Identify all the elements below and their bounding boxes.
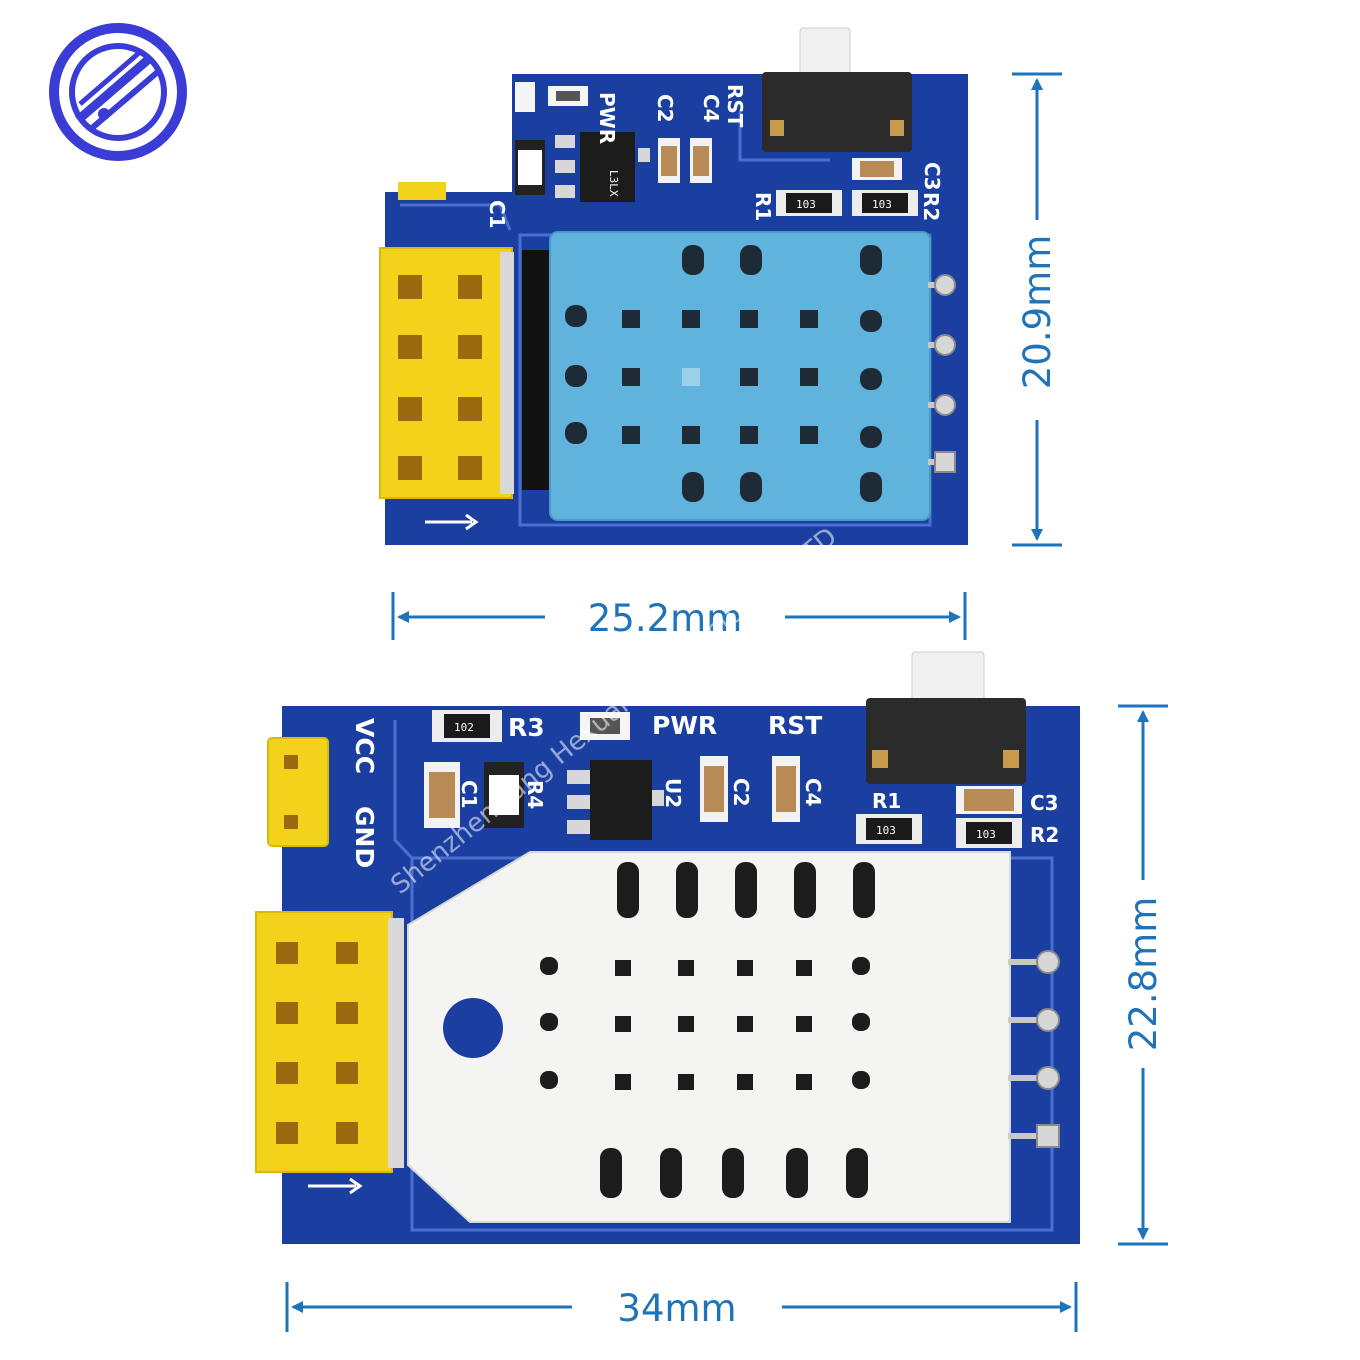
top-r2-value: 103 — [872, 198, 892, 211]
bottom-label-vcc: VCC — [350, 718, 379, 774]
company-logo-icon — [49, 23, 187, 161]
bottom-width-label: 34mm — [617, 1287, 736, 1330]
bottom-label-u2: U2 — [661, 778, 685, 808]
bottom-reset-button — [866, 651, 1026, 784]
bottom-label-r3: R3 — [508, 713, 545, 742]
top-silkscreen: PWR RST C2 C4 C1 C3 R1 R2 — [485, 84, 944, 229]
bottom-smd-parts: 102 103 103 — [424, 710, 1022, 848]
bottom-label-c4: C4 — [801, 778, 825, 807]
top-smd-parts: L3LX 103 103 — [398, 82, 918, 216]
top-label-rst: RST — [723, 84, 747, 128]
top-pin-header — [379, 247, 514, 531]
bottom-silkscreen: VCC GND R3 PWR RST C1 R4 U2 C2 C4 R1 C3 … — [350, 711, 1059, 868]
bottom-pin-header — [255, 911, 404, 1195]
top-label-c4: C4 — [699, 94, 723, 123]
bottom-label-r2: R2 — [1030, 823, 1059, 847]
bottom-height-dimension: 22.8mm — [1118, 704, 1168, 1246]
bottom-label-gnd: GND — [350, 806, 379, 868]
bottom-label-r1: R1 — [872, 789, 901, 813]
bottom-label-rst: RST — [768, 711, 822, 740]
top-label-r2: R2 — [919, 192, 943, 221]
bottom-label-c2: C2 — [729, 778, 753, 807]
bottom-label-pwr: PWR — [652, 711, 717, 740]
top-height-label: 20.9mm — [1016, 235, 1059, 389]
bottom-height-label: 22.8mm — [1122, 897, 1165, 1051]
top-label-c1: C1 — [485, 200, 509, 229]
power-jumper — [267, 737, 329, 847]
bottom-r2-value: 103 — [976, 828, 996, 841]
top-height-dimension: 20.9mm — [1012, 72, 1062, 547]
top-width-dimension: 25.2mm — [391, 592, 967, 640]
bottom-r1-value: 103 — [876, 824, 896, 837]
top-reset-button — [762, 27, 912, 152]
top-label-pwr: PWR — [595, 92, 619, 144]
bottom-width-dimension: 34mm — [285, 1282, 1078, 1332]
top-width-label: 25.2mm — [588, 597, 742, 640]
top-dht11-sensor — [522, 231, 956, 521]
bottom-label-c1: C1 — [457, 780, 481, 809]
top-r1-value: 103 — [796, 198, 816, 211]
top-chip-u2-label: L3LX — [607, 170, 620, 197]
bottom-dht22-sensor — [407, 851, 1060, 1223]
bottom-label-r4: R4 — [523, 780, 547, 809]
top-label-c3: C3 — [920, 162, 944, 191]
top-board: L3LX 103 103 PWR RST C2 C4 C1 C3 R1 R2 — [379, 27, 968, 545]
top-label-c2: C2 — [653, 94, 677, 123]
top-label-r1: R1 — [751, 192, 775, 221]
bottom-label-c3: C3 — [1030, 791, 1059, 815]
bottom-r3-value: 102 — [454, 721, 474, 734]
bottom-board: 102 103 103 VCC — [255, 651, 1080, 1244]
